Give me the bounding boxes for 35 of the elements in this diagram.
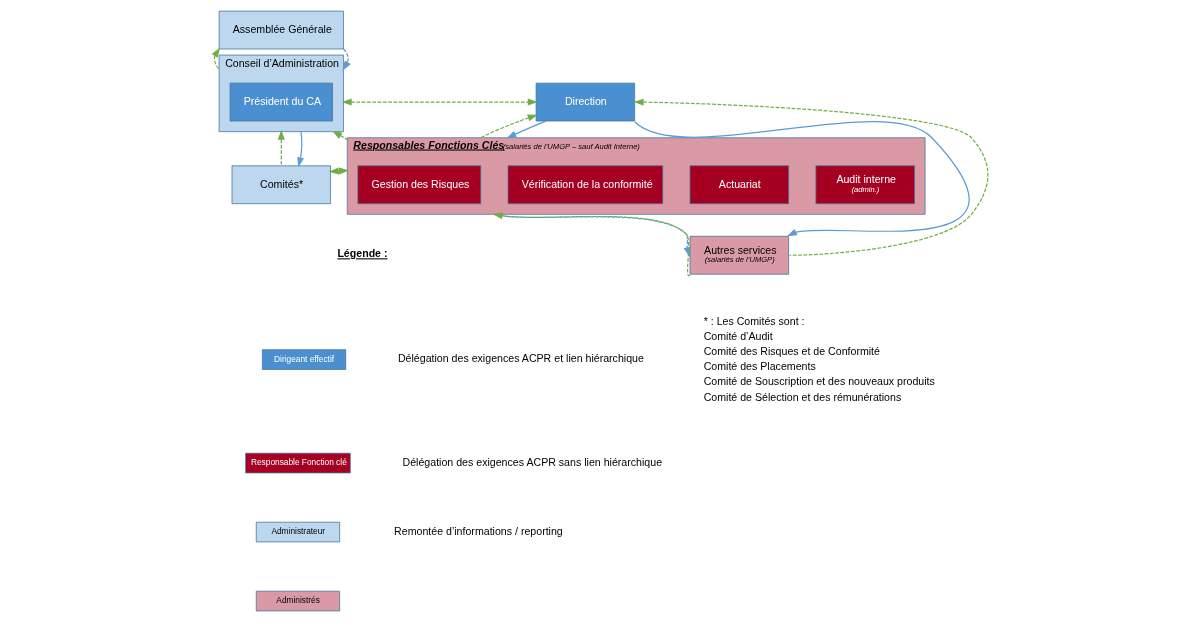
arrow bbox=[342, 48, 351, 71]
arrow bbox=[633, 98, 989, 256]
legend-label: Délégation des exigences ACPR et lien hiérarchique bbox=[397, 352, 644, 365]
node-box: Assemblée Générale bbox=[218, 10, 344, 50]
node-box: Président du CA bbox=[229, 82, 333, 122]
node-box: Direction bbox=[535, 82, 636, 122]
node-box: Audit interne (admin.) bbox=[815, 165, 915, 205]
legend-label: Remontée d’informations / reporting bbox=[394, 524, 563, 537]
arrow bbox=[297, 131, 305, 168]
node-box: Gestion des Risques bbox=[357, 165, 482, 205]
label: Comité de Sélection et des rémunérations bbox=[703, 390, 902, 403]
legend-label: Administrateur bbox=[271, 526, 326, 537]
node-box: Vérification de la conformité bbox=[507, 165, 664, 205]
legend-label: Dirigeant effectif bbox=[274, 353, 335, 364]
arrow bbox=[277, 129, 285, 167]
arrow bbox=[341, 98, 538, 106]
arrow bbox=[493, 213, 691, 258]
arrow bbox=[332, 130, 348, 141]
label: Légende : bbox=[337, 247, 388, 260]
label: Comité des Placements bbox=[703, 360, 816, 373]
arrow bbox=[634, 120, 970, 237]
arrow bbox=[506, 120, 547, 139]
arrow bbox=[480, 114, 538, 139]
label: Comité des Risques et de Conformité bbox=[703, 345, 880, 358]
node-box: Comités* bbox=[231, 165, 331, 205]
arrow bbox=[492, 212, 691, 277]
legend-label: Délégation des exigences ACPR sans lien hiérarchique bbox=[402, 455, 663, 468]
label: Comité de Souscription et des nouveaux produits bbox=[703, 375, 935, 388]
legend-label: Administrés bbox=[276, 595, 320, 606]
label: Comité d’Audit bbox=[703, 329, 773, 342]
label: * : Les Comités sont : bbox=[703, 314, 805, 327]
node-box: Autres services (salariés de l’UMGP) bbox=[689, 235, 789, 275]
arrow bbox=[211, 47, 221, 70]
legend-label: Responsable Fonction clé bbox=[250, 457, 347, 468]
node-box: Actuariat bbox=[689, 165, 789, 205]
